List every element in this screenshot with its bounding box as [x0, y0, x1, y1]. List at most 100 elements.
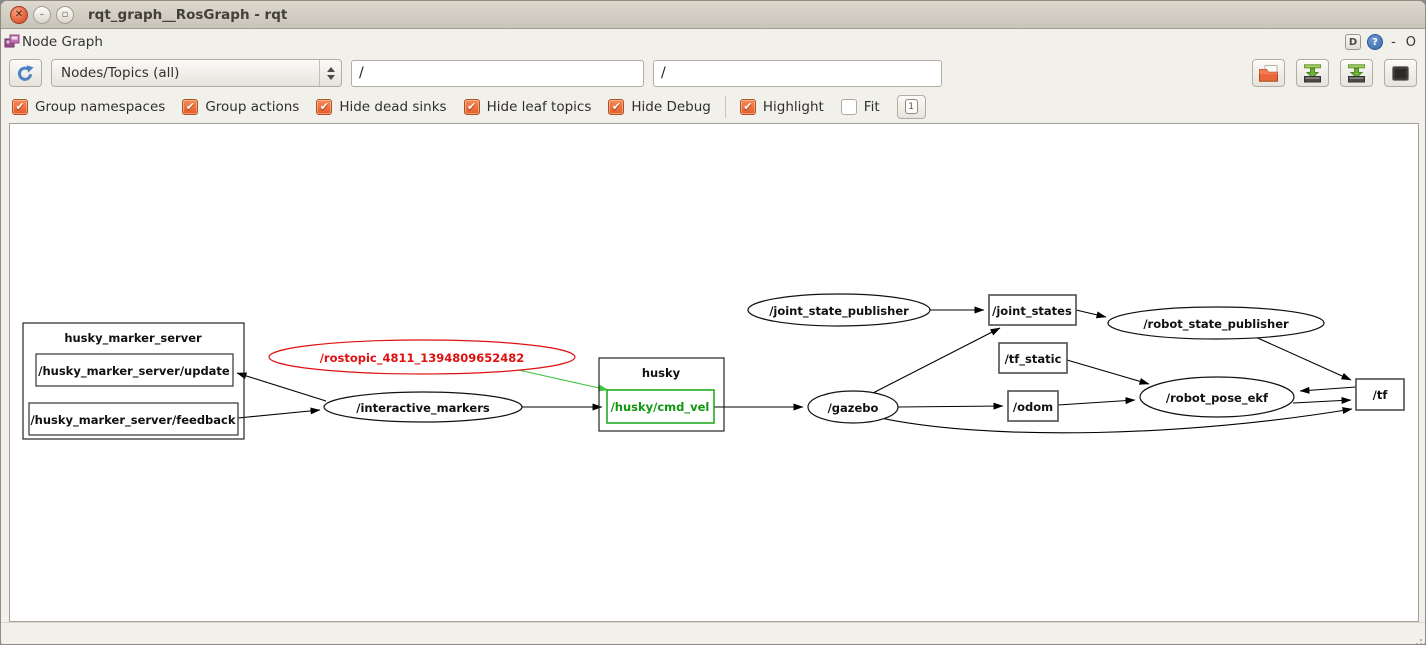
topic-tf-static: /tf_static	[998, 342, 1068, 374]
detach-button[interactable]: D	[1345, 34, 1362, 50]
checkbox-label: Fit	[863, 98, 880, 115]
dock-titlebar: Node Graph D ? - O	[1, 29, 1425, 55]
topic-update-box	[35, 353, 234, 387]
node-graph-icon	[4, 34, 20, 48]
edge-odom-to-rpe	[1057, 397, 1136, 406]
edge-tf-to-rpe	[1299, 386, 1357, 394]
checkbox-label: Hide dead sinks	[339, 98, 447, 115]
topic-feedback-box	[28, 402, 239, 436]
checkbox-label: Hide Debug	[631, 98, 711, 115]
save-image-icon	[1348, 63, 1365, 82]
topic-cmdvel-label: /husky/cmd_vel	[611, 400, 710, 415]
node-interactive-markers: /interactive_markers	[323, 391, 523, 423]
topic-cmdvel-box	[606, 389, 715, 424]
resize-grip-icon[interactable]	[1420, 639, 1422, 641]
edge-interactive-to-update	[236, 372, 327, 402]
checkbox-checked-icon: ✔	[182, 98, 199, 115]
edge-jointstates-to-rsp	[1075, 309, 1107, 319]
graph-type-dropdown[interactable]: Nodes/Topics (all)	[51, 59, 342, 87]
separator	[724, 95, 726, 118]
checkbox-hide-leaf-topics[interactable]: ✔ Hide leaf topics	[463, 98, 592, 115]
edge-rsp-to-tf	[1250, 334, 1352, 381]
checkbox-label: Highlight	[762, 98, 824, 115]
checkbox-group-namespaces[interactable]: ✔ Group namespaces	[12, 98, 166, 115]
topic-odom: /odom	[1007, 390, 1059, 422]
checkbox-checked-icon: ✔	[739, 98, 756, 115]
options-bar: ✔ Group namespaces ✔ Group actions ✔ Hid…	[1, 91, 1425, 122]
node-gazebo-label: /gazebo	[828, 401, 879, 415]
checkbox-checked-icon: ✔	[316, 98, 333, 115]
topic-tf-static-label: /tf_static	[1005, 352, 1062, 367]
window-minimize-button[interactable]: –	[33, 5, 51, 24]
window-close-button[interactable]: ✕	[10, 5, 28, 24]
checkbox-checked-icon: ✔	[12, 98, 28, 115]
checkbox-hide-debug[interactable]: ✔ Hide Debug	[608, 98, 711, 115]
node-interactive-label: /interactive_markers	[356, 401, 490, 416]
checkbox-label: Group actions	[205, 98, 300, 115]
group-label: husky	[642, 366, 681, 380]
dock-close-button[interactable]: O	[1405, 34, 1416, 50]
edge-gazebo-to-tf	[875, 407, 1353, 434]
dock-minimize-button[interactable]: -	[1391, 34, 1396, 50]
toolbar: Nodes/Topics (all)	[1, 55, 1425, 91]
node-gazebo: /gazebo	[807, 390, 899, 424]
topic-joint-states: /joint_states	[988, 294, 1077, 326]
save-image-button[interactable]	[1340, 59, 1373, 87]
topic-tf: /tf	[1355, 378, 1405, 411]
refresh-icon	[17, 64, 34, 81]
edge-feedback-to-interactive	[237, 407, 321, 419]
topic-odom-label: /odom	[1013, 400, 1053, 414]
save-dot-button[interactable]	[1296, 59, 1329, 87]
node-filter-input[interactable]	[351, 59, 644, 87]
dropdown-spinner-icon	[319, 60, 341, 86]
checkbox-checked-icon: ✔	[608, 98, 625, 115]
node-rostopic-label: /rostopic_4811_1394809652482	[320, 351, 525, 366]
save-dot-icon	[1304, 63, 1321, 82]
node-robot-pose-ekf: /robot_pose_ekf	[1139, 376, 1295, 418]
group-husky: husky /husky/cmd_vel	[598, 357, 725, 432]
node-jsp-label: /joint_state_publisher	[769, 304, 909, 319]
status-bar	[1, 622, 1425, 644]
dock-title: Node Graph	[22, 34, 103, 50]
checkbox-label: Hide leaf topics	[486, 98, 592, 115]
checkbox-fit[interactable]: Fit	[840, 98, 880, 115]
help-button[interactable]: ?	[1367, 34, 1384, 50]
edge-gazebo-to-odom	[897, 402, 1004, 410]
graph-edges	[236, 306, 1357, 434]
node-rpe-label: /robot_pose_ekf	[1166, 391, 1269, 406]
node-rsp-label: /robot_state_publisher	[1143, 317, 1289, 332]
topic-tf-label: /tf	[1373, 388, 1389, 402]
checkbox-hide-dead-sinks[interactable]: ✔ Hide dead sinks	[316, 98, 447, 115]
edge-tfstatic-to-rpe	[1066, 359, 1150, 385]
screenshot-button[interactable]	[1384, 59, 1417, 87]
zoom-one-to-one-button[interactable]: 1	[896, 94, 926, 119]
checkbox-checked-icon: ✔	[463, 98, 480, 115]
load-dot-button[interactable]	[1252, 59, 1285, 87]
refresh-button[interactable]	[9, 59, 42, 87]
group-label: husky_marker_server	[64, 331, 202, 346]
topic-filter-input[interactable]	[653, 59, 942, 87]
screenshot-icon	[1392, 65, 1409, 81]
window-title: rqt_graph__RosGraph - rqt	[88, 6, 288, 23]
edge-rpe-to-tf	[1292, 396, 1352, 404]
titlebar: ✕ – ▫ rqt_graph__RosGraph - rqt	[1, 1, 1425, 29]
graph-type-value: Nodes/Topics (all)	[61, 65, 180, 81]
one-to-one-icon: 1	[904, 99, 918, 114]
graph-canvas[interactable]: husky_marker_server /husky_marker_server…	[9, 123, 1419, 622]
checkbox-highlight[interactable]: ✔ Highlight	[739, 98, 824, 115]
topic-feedback-label: /husky_marker_server/feedback	[30, 413, 235, 428]
edge-gazebo-to-jointstates	[870, 327, 1001, 395]
node-joint-state-publisher: /joint_state_publisher	[747, 293, 931, 327]
topic-update-label: /husky_marker_server/update	[38, 364, 230, 379]
checkbox-group-actions[interactable]: ✔ Group actions	[182, 98, 300, 115]
node-robot-state-publisher: /robot_state_publisher	[1107, 306, 1325, 340]
edge-rostopic-to-cmdvel	[513, 368, 609, 392]
window-maximize-button[interactable]: ▫	[56, 5, 74, 24]
checkbox-unchecked-icon	[840, 98, 857, 115]
node-rostopic: /rostopic_4811_1394809652482	[268, 339, 576, 375]
ros-graph-svg: husky_marker_server /husky_marker_server…	[22, 293, 1405, 440]
topic-joint-states-label: /joint_states	[992, 304, 1072, 319]
checkbox-label: Group namespaces	[35, 98, 166, 115]
group-husky-marker-server: husky_marker_server /husky_marker_server…	[22, 322, 245, 440]
